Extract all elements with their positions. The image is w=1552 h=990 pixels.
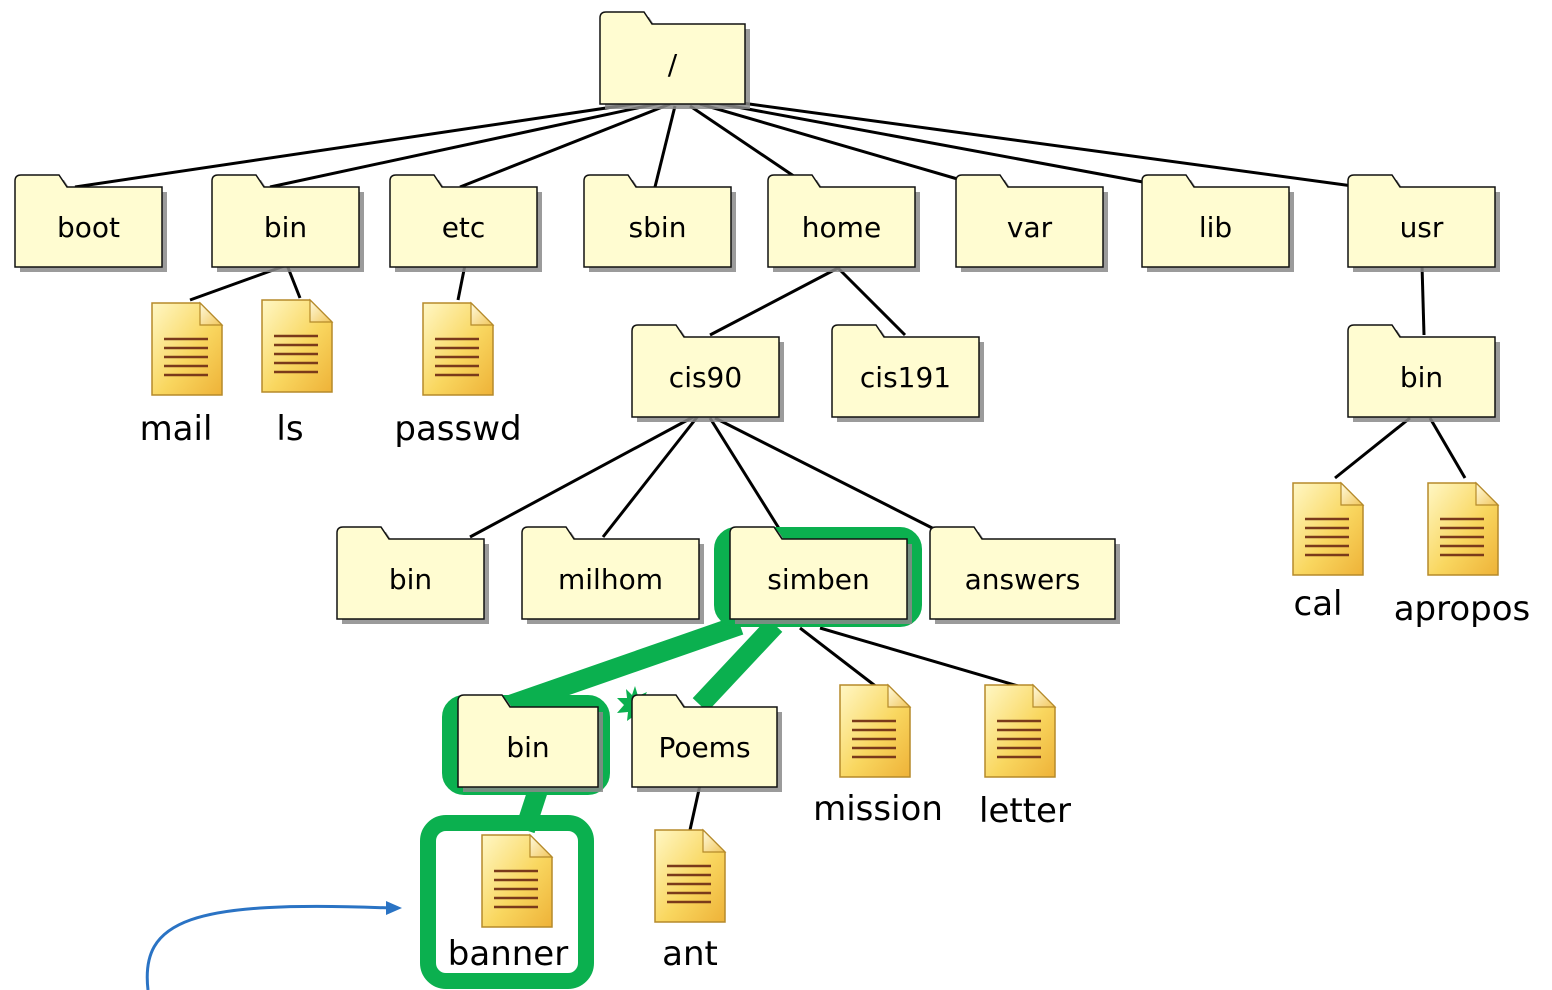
file-label: cal (1294, 584, 1343, 624)
folder-icon (336, 526, 485, 620)
folder-bin[interactable]: bin (211, 174, 364, 272)
folder-answers[interactable]: answers (929, 526, 1120, 624)
folder-label: Poems (658, 731, 750, 764)
file-mail[interactable]: mail (140, 301, 224, 449)
folder-cis191[interactable]: cis191 (831, 324, 984, 422)
folder-label: bin (389, 563, 432, 596)
folder-sbin[interactable]: sbin (583, 174, 736, 272)
file-label: ant (662, 934, 718, 974)
folder-icon (631, 324, 780, 418)
folder-label: bin (264, 211, 307, 244)
folder-simben-bin[interactable]: bin (457, 694, 603, 792)
text-file-icon (984, 683, 1057, 778)
folder-icon (631, 694, 778, 788)
file-label: mission (813, 789, 943, 829)
folder-etc[interactable]: etc (389, 174, 542, 272)
file-label: banner (448, 934, 568, 974)
file-label: ls (276, 409, 303, 449)
folder-cis90-bin[interactable]: bin (336, 526, 489, 624)
banner-highlight-box (420, 815, 594, 989)
folder-cis90[interactable]: cis90 (631, 324, 784, 422)
folder-icon (211, 174, 360, 268)
file-passwd[interactable]: passwd (394, 301, 522, 449)
folder-icon (955, 174, 1104, 268)
text-file-icon (422, 301, 495, 396)
file-label: apropos (1394, 589, 1531, 629)
folder-var[interactable]: var (955, 174, 1108, 272)
text-file-icon (1427, 481, 1500, 576)
folder-label: lib (1199, 211, 1232, 244)
folder-label: etc (442, 211, 486, 244)
text-file-icon (481, 833, 554, 928)
folder-usr[interactable]: usr (1347, 174, 1500, 272)
folder-icon (599, 11, 746, 105)
folder-icon (583, 174, 732, 268)
file-mission[interactable]: mission (813, 683, 943, 829)
folder-icon (729, 526, 908, 620)
folder-label: var (1007, 211, 1053, 244)
folder-label: bin (1400, 361, 1443, 394)
folder-label: cis191 (860, 361, 951, 394)
text-file-icon (654, 828, 727, 923)
file-label: mail (140, 409, 213, 449)
folder-label: boot (57, 211, 120, 244)
text-file-icon (1292, 481, 1365, 576)
file-banner[interactable]: banner (448, 833, 568, 974)
folder-root[interactable]: / (599, 11, 750, 109)
text-file-icon (839, 683, 912, 778)
curved-arrow-icon (145, 901, 402, 990)
file-apropos[interactable]: apropos (1394, 481, 1531, 629)
folder-boot[interactable]: boot (14, 174, 167, 272)
folder-icon (457, 694, 599, 788)
folder-icon (1347, 324, 1496, 418)
folder-home[interactable]: home (767, 174, 920, 272)
text-file-icon (151, 301, 224, 396)
folder-icon (831, 324, 980, 418)
folder-icon (389, 174, 538, 268)
folder-label: answers (965, 563, 1081, 596)
folder-label: sbin (629, 211, 687, 244)
folder-label: usr (1400, 211, 1444, 244)
folder-icon (1141, 174, 1290, 268)
folder-milhom[interactable]: milhom (521, 526, 704, 624)
folder-icon (521, 526, 700, 620)
folder-icon (1347, 174, 1496, 268)
folder-simben[interactable]: simben (729, 526, 912, 624)
file-label: letter (979, 791, 1071, 831)
folder-icon (14, 174, 163, 268)
folder-label: cis90 (669, 361, 742, 394)
file-label: passwd (394, 409, 521, 449)
folder-icon (929, 526, 1116, 620)
folder-usr-bin[interactable]: bin (1347, 324, 1500, 422)
folder-icon (767, 174, 916, 268)
folder-label: bin (506, 731, 549, 764)
folder-label: home (802, 211, 881, 244)
folder-poems[interactable]: Poems (631, 694, 782, 792)
folder-label: / (668, 48, 678, 81)
text-file-icon (261, 298, 334, 393)
folder-lib[interactable]: lib (1141, 174, 1294, 272)
folder-label: milhom (558, 563, 663, 596)
file-ls[interactable]: ls (261, 298, 334, 449)
file-cal[interactable]: cal (1292, 481, 1365, 624)
file-ant[interactable]: ant (654, 828, 727, 974)
tree-connectors (74, 98, 1467, 831)
folder-label: simben (767, 563, 869, 596)
file-letter[interactable]: letter (979, 683, 1071, 831)
